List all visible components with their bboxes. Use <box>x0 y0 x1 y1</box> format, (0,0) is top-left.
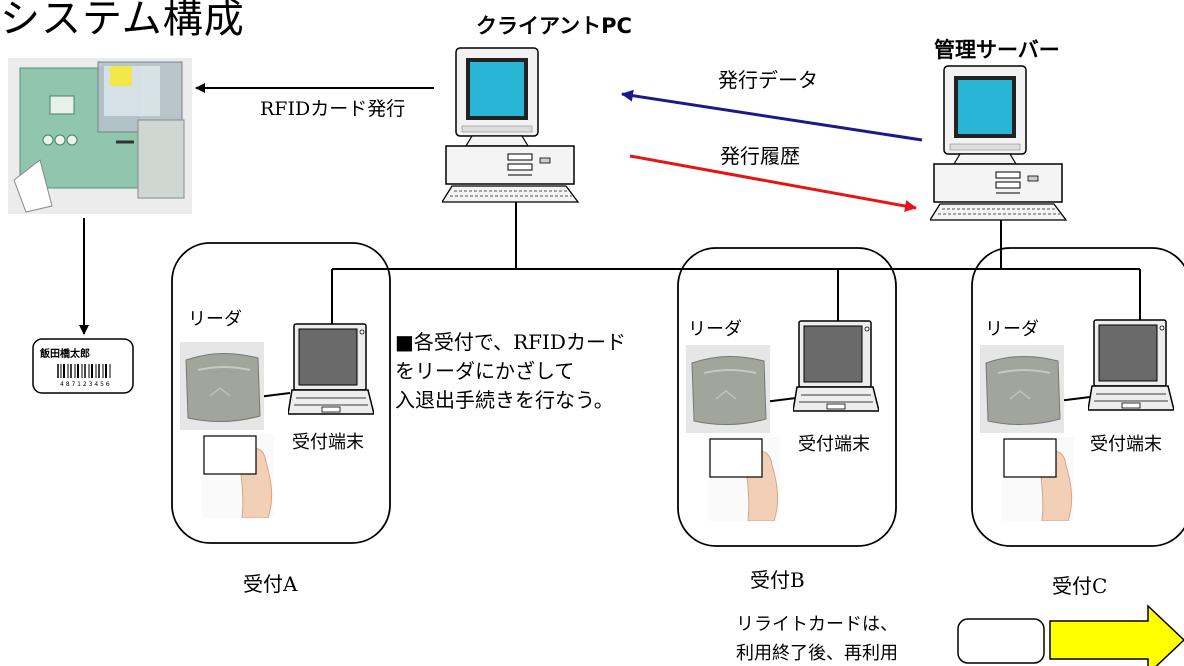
station-a-terminal-label: 受付端末 <box>292 432 364 453</box>
station-c-name: 受付C <box>1052 574 1108 598</box>
issue-history-arrow <box>629 154 917 212</box>
client-pc-label: クライアントPC <box>476 14 632 38</box>
reader-b-photo <box>686 345 781 521</box>
issue-card-label: RFIDカード発行 <box>260 98 406 120</box>
card-barcode-digits: 4 8 7 1 2 3 4 5 6 <box>60 381 110 388</box>
terminal-b-icon <box>793 320 879 412</box>
station-a-frame <box>171 242 391 544</box>
printer-photo <box>8 58 192 214</box>
issue-history-label: 発行履歴 <box>720 144 800 168</box>
station-c-frame <box>971 247 1184 547</box>
terminal-a-icon <box>288 323 374 415</box>
terminal-c-icon <box>1088 319 1174 411</box>
issue-data-label: 発行データ <box>718 68 818 92</box>
station-b-terminal-label: 受付端末 <box>798 434 870 455</box>
client-pc-icon <box>442 47 579 203</box>
server-icon <box>930 65 1067 221</box>
station-b-reader-label: リーダ <box>688 319 742 340</box>
station-frames <box>171 242 1184 547</box>
station-c-terminal-label: 受付端末 <box>1090 434 1162 455</box>
station-a-name: 受付A <box>243 572 298 596</box>
station-c-reader-label: リーダ <box>985 319 1039 340</box>
issue-data-arrow <box>621 89 923 142</box>
network-lines <box>257 194 1141 403</box>
reader-c-photo <box>980 345 1075 521</box>
reader-a-photo <box>180 342 275 518</box>
station-b-name: 受付B <box>750 568 805 592</box>
rewrite-note-line-2: 利用終了後、再利用 <box>736 643 898 664</box>
procedure-note: ■各受付で、RFIDカード をリーダにかざして 入退出手続きを行なう。 <box>395 330 626 412</box>
station-b-frame <box>677 247 897 547</box>
card-name-text: 飯田橋太郎 <box>39 347 90 360</box>
card-barcode <box>57 364 111 378</box>
issued-card: 飯田橋太郎 4 8 7 1 2 3 4 5 6 <box>32 338 134 394</box>
server-label: 管理サーバー <box>934 38 1060 62</box>
page-title: システム構成 <box>0 0 245 42</box>
reuse-arrow <box>1049 604 1184 666</box>
rewrite-note-line-1: リライトカードは、 <box>736 614 898 635</box>
station-a-reader-label: リーダ <box>188 309 242 330</box>
rewrite-card <box>957 618 1045 664</box>
